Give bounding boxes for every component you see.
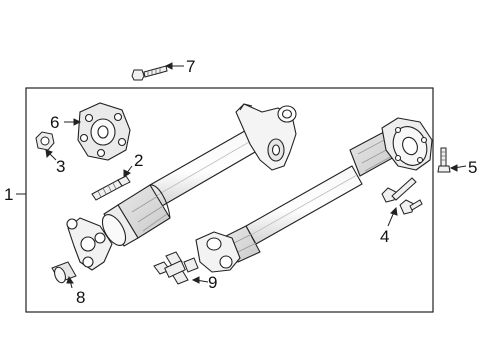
nut-3: [35, 131, 55, 151]
callout-4: 4: [380, 227, 389, 246]
assembly-frame: [25, 87, 434, 313]
callout-9: 9: [208, 273, 217, 292]
callout-1: 1: [4, 185, 13, 204]
bushing-8: [51, 261, 77, 284]
rear-driveshaft: [195, 117, 433, 273]
leader-lines: [16, 62, 467, 289]
callout-3: 3: [56, 157, 65, 176]
callout-5: 5: [468, 158, 477, 177]
front-driveshaft: [66, 103, 297, 271]
callout-8: 8: [76, 288, 85, 307]
u-joint-9: [153, 251, 199, 285]
bolt-2: [91, 175, 131, 201]
flex-coupling-6: [77, 102, 131, 161]
stud-bolt-5: [437, 147, 451, 173]
flange-bolt-7: [131, 65, 168, 81]
callout-6: 6: [50, 113, 59, 132]
bracket-bolt-4: [381, 177, 423, 215]
callout-7: 7: [186, 57, 195, 76]
callout-2: 2: [134, 151, 143, 170]
